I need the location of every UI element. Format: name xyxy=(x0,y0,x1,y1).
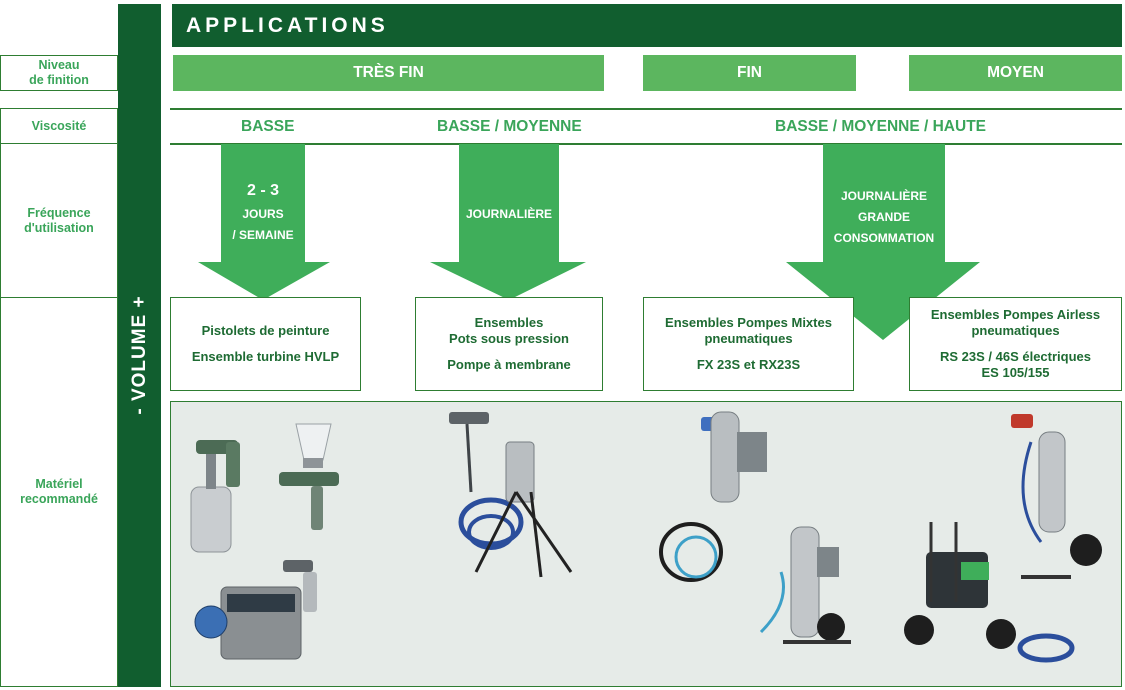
equipment-2-line1: Ensembles xyxy=(474,315,544,330)
arrow-frequency-1 xyxy=(198,144,330,300)
equipment-2-line2: Pompe à membrane xyxy=(447,357,571,372)
finish-level-moyen: MOYEN xyxy=(909,55,1122,91)
equipment-4-line1b: pneumatiques xyxy=(971,323,1060,338)
spray-gun-cup-image xyxy=(190,440,240,553)
finish-level-fin: FIN xyxy=(643,55,856,91)
label-viscosity: Viscosité xyxy=(0,108,118,144)
label-finish-level: Niveau de finition xyxy=(0,55,118,91)
arrow3-text: JOURNALIÈRE GRANDE CONSOMMATION xyxy=(833,189,935,245)
equipment-3-line1b: pneumatiques xyxy=(704,331,793,346)
applications-header: APPLICATIONS xyxy=(172,4,1122,47)
equipment-4-line2: RS 23S / 46S électriques xyxy=(939,349,1092,364)
equipment-2-line1b: Pots sous pression xyxy=(449,331,569,346)
equipment-1-line2: Ensemble turbine HVLP xyxy=(191,349,340,364)
equipment-box-4: Ensembles Pompes Airless pneumatiques RS… xyxy=(909,297,1122,391)
mixed-pump-rx23s-image xyxy=(759,526,851,644)
equipment-box-3: Ensembles Pompes Mixtes pneumatiques FX … xyxy=(643,297,854,391)
equipment-box-2: Ensembles Pots sous pression Pompe à mem… xyxy=(415,297,603,391)
equipment-3-line1: Ensembles Pompes Mixtes xyxy=(665,315,832,330)
airless-pump-rs23s-image xyxy=(1011,414,1102,579)
equipment-photo-panel xyxy=(170,401,1122,687)
arrow1-text-days: 2 - 3 xyxy=(246,182,279,199)
pressure-pot-pump-image xyxy=(449,412,573,578)
finish-level-tres-fin: TRÈS FIN xyxy=(173,55,604,91)
gravity-spray-gun-image xyxy=(279,423,339,530)
hvlp-turbine-image xyxy=(194,560,317,660)
arrow-frequency-2 xyxy=(430,144,586,300)
arrow-frequency-3 xyxy=(786,144,980,340)
viscosity-basse-moyenne: BASSE / MOYENNE xyxy=(437,118,582,135)
equipment-4-line2b: ES 105/155 xyxy=(981,365,1050,380)
equipment-illustrations xyxy=(190,411,1102,663)
arrow1-text-jours: JOURS xyxy=(242,207,284,221)
equipment-1-line1: Pistolets de peinture xyxy=(201,323,330,338)
arrow1-text-semaine: / SEMAINE xyxy=(232,228,294,242)
viscosity-top-line xyxy=(170,108,1122,110)
label-frequency: Fréquence d'utilisation xyxy=(0,143,118,298)
viscosity-basse: BASSE xyxy=(241,118,295,135)
viscosity-bottom-line xyxy=(170,143,1122,145)
volume-band xyxy=(118,4,161,687)
arrow2-text: JOURNALIÈRE xyxy=(465,207,552,221)
mixed-pump-fx23s-image xyxy=(659,411,767,582)
viscosity-basse-moyenne-haute: BASSE / MOYENNE / HAUTE xyxy=(775,118,986,135)
equipment-4-line1: Ensembles Pompes Airless xyxy=(930,307,1101,322)
label-material: Matériel recommandé xyxy=(0,297,118,687)
equipment-box-1: Pistolets de peinture Ensemble turbine H… xyxy=(170,297,361,391)
equipment-3-line2: FX 23S et RX23S xyxy=(696,357,801,372)
airless-pump-es105-image xyxy=(904,522,1075,663)
